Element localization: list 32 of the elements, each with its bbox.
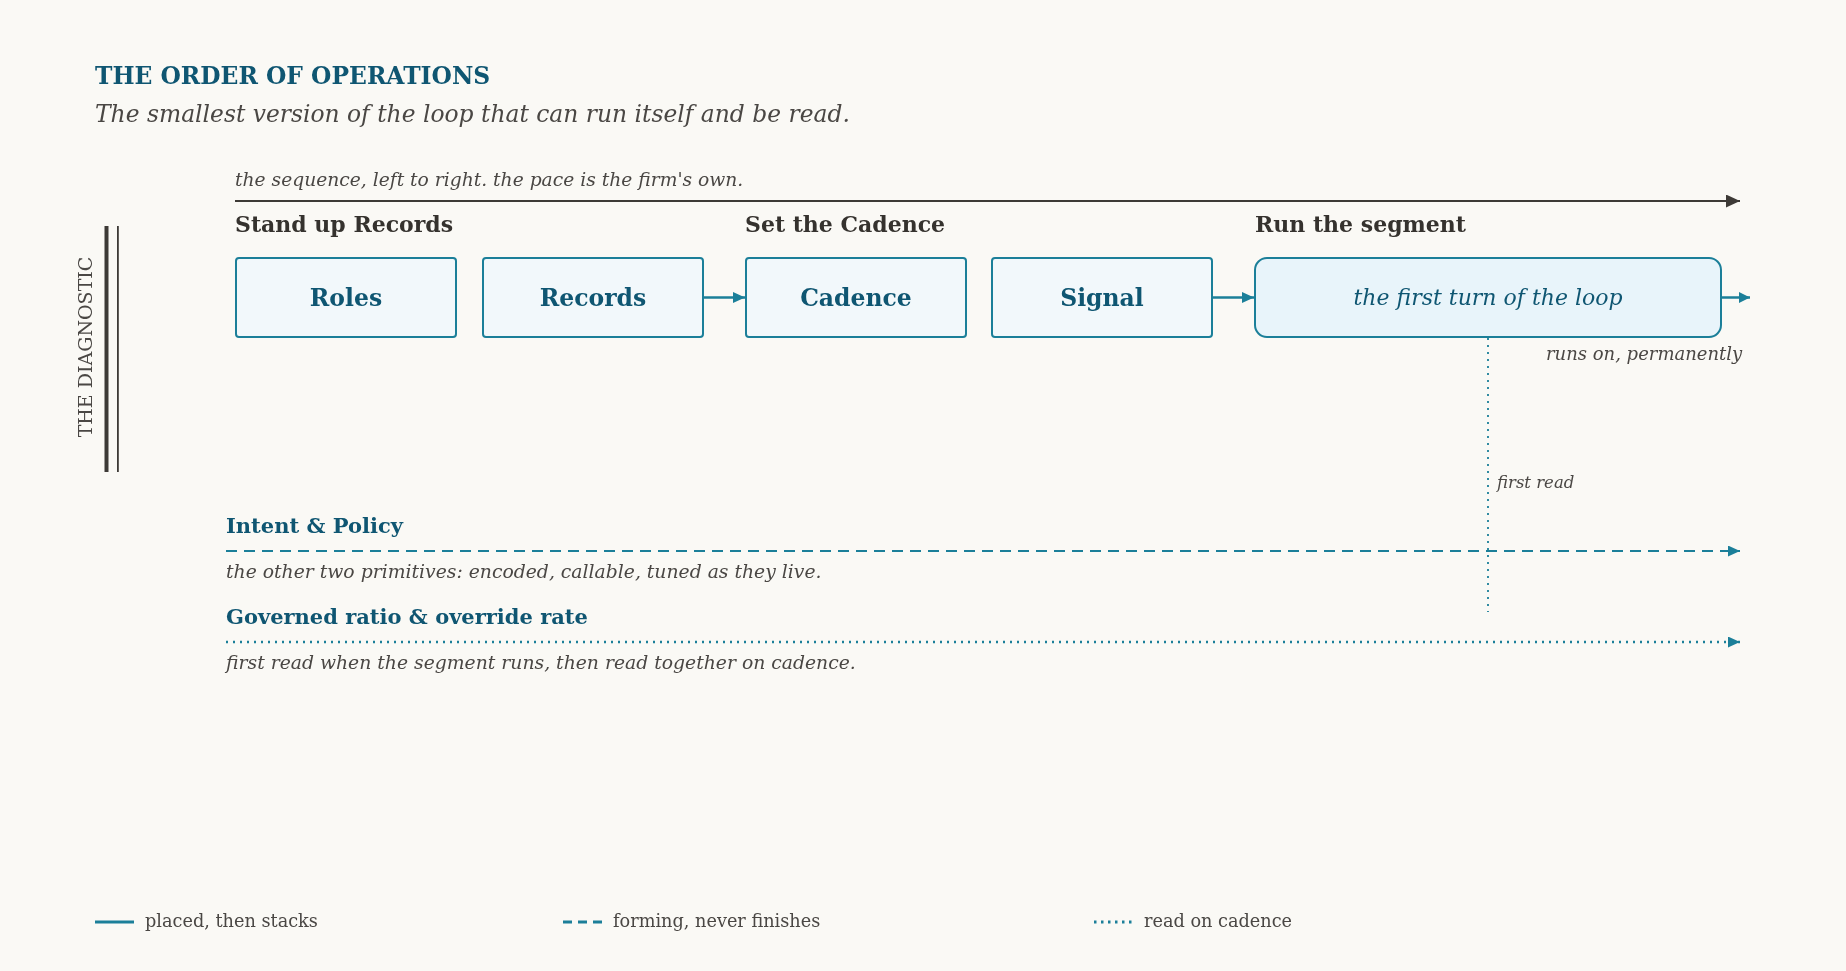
subtitle: The smallest version of the loop that can run itself and be read.	[95, 100, 850, 128]
step-label: the first turn of the loop	[1353, 283, 1623, 312]
arrow	[226, 636, 1740, 648]
arrow	[704, 292, 745, 303]
arrow	[1213, 292, 1254, 303]
step-box	[235, 257, 457, 338]
track-heading: Intent & Policy	[226, 513, 403, 551]
step-label: Signal	[1060, 283, 1144, 312]
legend-label: placed, then stacks	[145, 909, 318, 932]
phase-heading: Run the segment	[1255, 211, 1466, 237]
step-box	[991, 257, 1213, 338]
edge-label: runs on, permanently	[1546, 343, 1743, 365]
step-box	[745, 257, 967, 338]
edge-label: first read	[1497, 473, 1575, 493]
title: THE ORDER OF OPERATIONS	[95, 62, 491, 90]
arrow	[225, 545, 1741, 557]
phase-heading: Set the Cadence	[745, 211, 946, 237]
segment-box	[1254, 257, 1722, 338]
direction-note: the sequence, left to right. the pace is the firm's own.	[235, 168, 744, 191]
legend-label: forming, never finishes	[613, 909, 821, 932]
legend-label: read on cadence	[1144, 909, 1293, 932]
step-label: Cadence	[800, 283, 912, 312]
step-box	[482, 257, 704, 338]
connector-line	[1487, 337, 1489, 613]
arrow	[1722, 292, 1750, 303]
step-label: Records	[539, 283, 647, 312]
side-heading: THE DIAGNOSTIC	[74, 256, 96, 438]
phase-heading: Stand up Records	[235, 211, 454, 237]
step-label: Roles	[309, 283, 383, 312]
track-caption: the other two primitives: encoded, callable, tuned as they live.	[226, 560, 822, 583]
track-caption: first read when the segment runs, then read together on cadence.	[226, 651, 856, 674]
track-heading: Governed ratio & override rate	[226, 604, 588, 642]
